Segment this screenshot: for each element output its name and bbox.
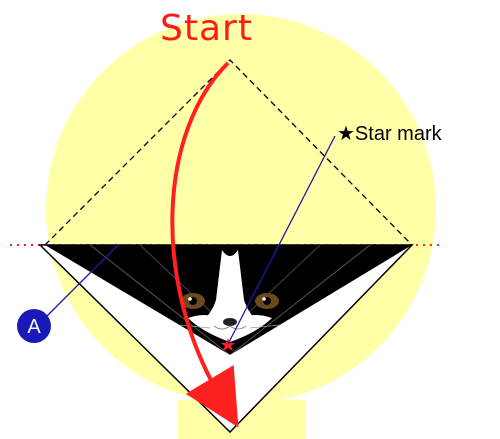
badge-leader-line (44, 244, 119, 319)
star-leader-line (227, 135, 336, 345)
cat-face-icon (179, 245, 281, 342)
badge-label: A (27, 316, 41, 338)
red-star-icon (221, 338, 235, 351)
fold-guide-dashed (44, 59, 413, 246)
star-mark-label: ★Star mark (337, 123, 443, 145)
diagram-title: Start (160, 8, 253, 49)
fold-arrow (170, 61, 239, 428)
a-badge-icon: A (17, 309, 51, 343)
